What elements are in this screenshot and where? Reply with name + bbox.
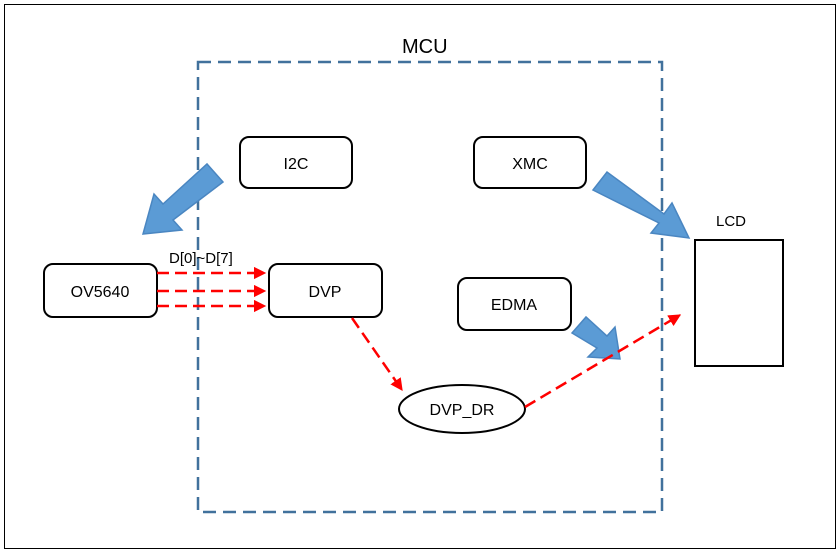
xmc-to-lcd-arrow: [591, 170, 691, 239]
dvp-dr-label: DVP_DR: [430, 402, 495, 419]
i2c-to-ov5640-arrow: [141, 162, 225, 235]
edma-transfer-arrow: [570, 315, 621, 360]
bus-label: D[0]~D[7]: [169, 250, 233, 267]
xmc-label: XMC: [512, 156, 548, 173]
edma-label: EDMA: [491, 297, 538, 314]
lcd-block: [694, 239, 784, 367]
mcu-label: MCU: [402, 36, 448, 58]
outer-frame: [4, 4, 836, 549]
dvp-dr-register: [398, 384, 526, 434]
dvp-to-dvp-dr-arrow: [350, 317, 404, 392]
xmc-block: [473, 136, 587, 189]
edma-block: [457, 277, 572, 331]
i2c-block: [239, 136, 353, 189]
i2c-label: I2C: [284, 156, 309, 173]
dvp-dr-to-lcd-arrow: [524, 313, 682, 409]
dvp-label: DVP: [309, 284, 342, 301]
dvp-block: [268, 263, 383, 318]
ov5640-label: OV5640: [71, 284, 130, 301]
mcu-boundary: [196, 60, 664, 514]
lcd-label: LCD: [716, 213, 746, 230]
